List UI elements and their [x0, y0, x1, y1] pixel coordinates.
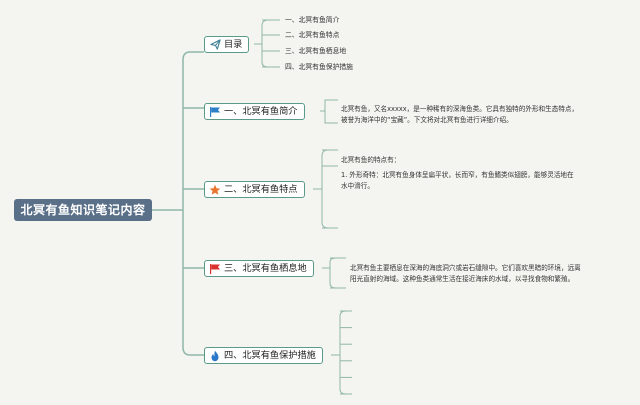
- branch-label: 三、北冥有鱼栖息地: [224, 263, 307, 274]
- paper-plane-icon: [209, 39, 221, 51]
- habitat-text: 北冥有鱼主要栖息在深海的海底洞穴或岩石缝隙中。它们喜欢黑暗的环境，远离 阳光直射…: [350, 263, 581, 284]
- toc-item: 三、北冥有鱼栖息地: [285, 47, 347, 55]
- text-line: 北冥有鱼，又名xxxxx，是一种稀有的深海鱼类。它具有独特的外形和生态特点，: [341, 105, 579, 113]
- text-line: 北冥有鱼主要栖息在深海的海底洞穴或岩石缝隙中。它们喜欢黑暗的环境，远离: [350, 264, 581, 272]
- connector: [329, 257, 337, 289]
- text-line: 1. 外形奇特：北冥有鱼身体呈扁平状，长而窄，有鱼鳍类似翅膀，能够灵活地在: [341, 171, 574, 179]
- connector: [261, 19, 269, 68]
- intro-text: 北冥有鱼，又名xxxxx，是一种稀有的深海鱼类。它具有独特的外形和生态特点， 被…: [341, 104, 578, 125]
- features-intro: 北冥有鱼的特点有：: [341, 156, 401, 164]
- toc-item: 一、北冥有鱼简介: [285, 16, 340, 24]
- flame-icon: [209, 350, 221, 362]
- toc-item: 四、北冥有鱼保护措施: [285, 63, 353, 71]
- branch-features[interactable]: 二、北冥有鱼特点: [204, 181, 305, 198]
- branch-intro[interactable]: 一、北冥有鱼简介: [204, 103, 305, 120]
- star-icon: [209, 184, 221, 196]
- root-title: 北冥有鱼知识笔记内容: [20, 203, 146, 217]
- connector: [321, 149, 329, 229]
- flag-icon: [209, 263, 221, 275]
- branch-label: 一、北冥有鱼简介: [224, 106, 298, 117]
- features-text: 1. 外形奇特：北冥有鱼身体呈扁平状，长而窄，有鱼鳍类似翅膀，能够灵活地在 水中…: [341, 170, 574, 191]
- connector: [320, 99, 338, 124]
- toc-item: 二、北冥有鱼特点: [285, 31, 340, 39]
- branch-label: 四、北冥有鱼保护措施: [224, 350, 316, 361]
- flag-icon: [209, 106, 221, 118]
- connector: [339, 310, 347, 395]
- branch-habitat[interactable]: 三、北冥有鱼栖息地: [204, 260, 314, 277]
- branch-protection[interactable]: 四、北冥有鱼保护措施: [204, 347, 323, 364]
- branch-label: 目录: [224, 39, 243, 50]
- branch-label: 二、北冥有鱼特点: [224, 184, 298, 195]
- root-topic[interactable]: 北冥有鱼知识笔记内容: [14, 199, 152, 221]
- branch-toc[interactable]: 目录: [204, 36, 250, 53]
- text-line: 被誉为海洋中的“宝藏”。下文将对北冥有鱼进行详细介绍。: [341, 115, 513, 124]
- text-line: 水中滑行。: [341, 181, 374, 190]
- text-line: 阳光直射的海域。这种鱼类通常生活在接近海床的水域，以寻找食物和繁殖。: [350, 274, 575, 283]
- connector: [182, 51, 191, 356]
